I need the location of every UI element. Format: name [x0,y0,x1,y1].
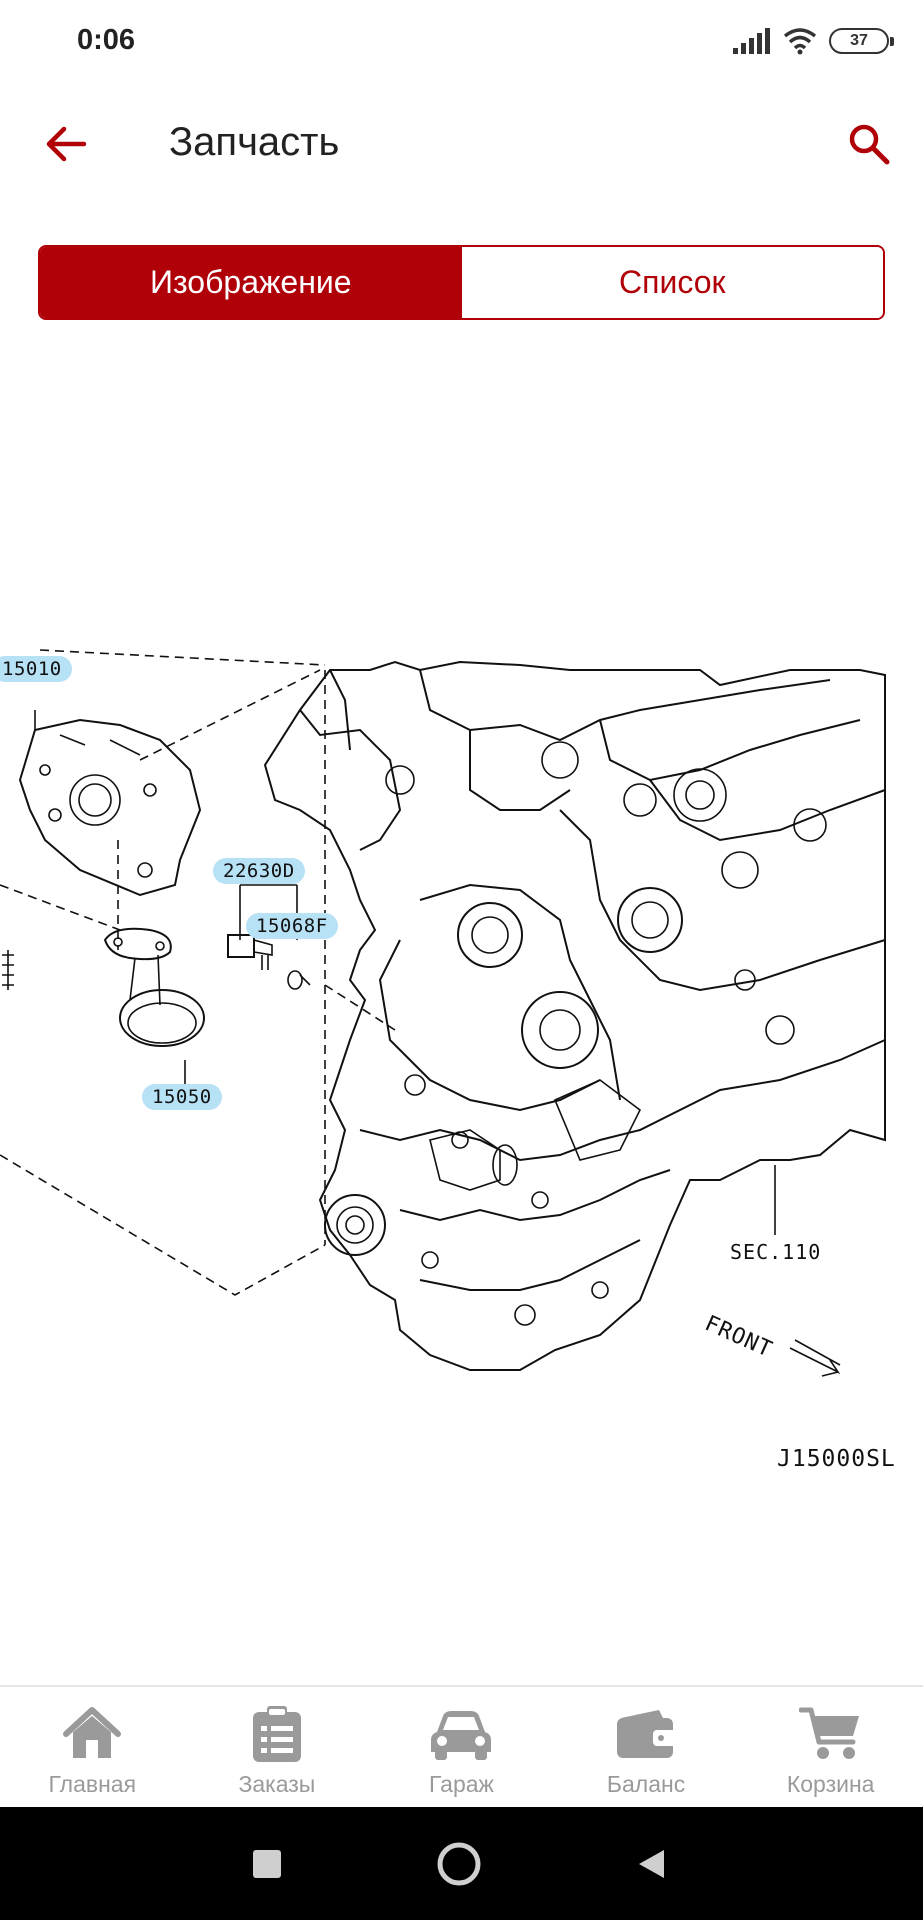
view-toggle: Изображение Список [38,245,885,320]
nav-item-orders[interactable]: Заказы [185,1687,370,1807]
status-bar: 0:06 37 [0,0,923,84]
engine-diagram-drawing [0,649,886,1377]
home-system-button[interactable] [432,1837,486,1891]
car-icon [429,1705,493,1763]
tab-list[interactable]: Список [461,247,883,318]
search-button[interactable] [839,114,899,174]
triangle-back-icon [639,1850,664,1878]
diagram-code-label: J15000SL [777,1446,896,1472]
nav-label-home: Главная [48,1771,137,1797]
nav-label-orders: Заказы [238,1771,316,1797]
orders-clipboard-icon [245,1705,309,1763]
nav-label-garage: Гараж [429,1771,494,1797]
nav-item-home[interactable]: Главная [0,1687,185,1807]
callout-22630d[interactable]: 22630D [213,858,305,884]
callout-15010[interactable]: 15010 [0,656,72,682]
back-button[interactable] [36,114,96,174]
status-time: 0:06 [77,24,136,56]
arrow-left-icon [46,126,87,162]
search-icon [849,124,890,165]
nav-item-cart[interactable]: Корзина [738,1687,923,1807]
cart-icon [798,1705,863,1763]
app-bar: Запчасть [0,84,923,202]
tab-image[interactable]: Изображение [40,247,462,318]
signal-icon [733,28,770,54]
battery-indicator: 37 [829,28,894,54]
wifi-icon [783,28,817,55]
back-system-button[interactable] [624,1837,678,1891]
callout-15068f[interactable]: 15068F [246,913,338,939]
status-icons: 37 [733,24,894,58]
section-label: SEC.110 [730,1240,822,1264]
page-title: Запчасть [169,120,340,164]
home-icon [60,1705,124,1763]
nav-label-balance: Баланс [606,1771,686,1797]
square-recents-icon [253,1850,281,1878]
recents-button[interactable] [240,1837,294,1891]
nav-item-balance[interactable]: Баланс [554,1687,739,1807]
nav-label-cart: Корзина [786,1771,875,1797]
battery-level: 37 [850,32,868,49]
parts-diagram[interactable]: 15010 22630D 15068F 15050 SEC.110 FRONT … [0,340,923,1680]
nav-item-garage[interactable]: Гараж [369,1687,554,1807]
callout-15050[interactable]: 15050 [142,1084,222,1110]
bottom-navigation: Главная Заказы Гараж [0,1685,923,1807]
wallet-icon [614,1705,678,1763]
system-navigation-bar [0,1807,923,1920]
circle-home-icon [437,1842,481,1886]
